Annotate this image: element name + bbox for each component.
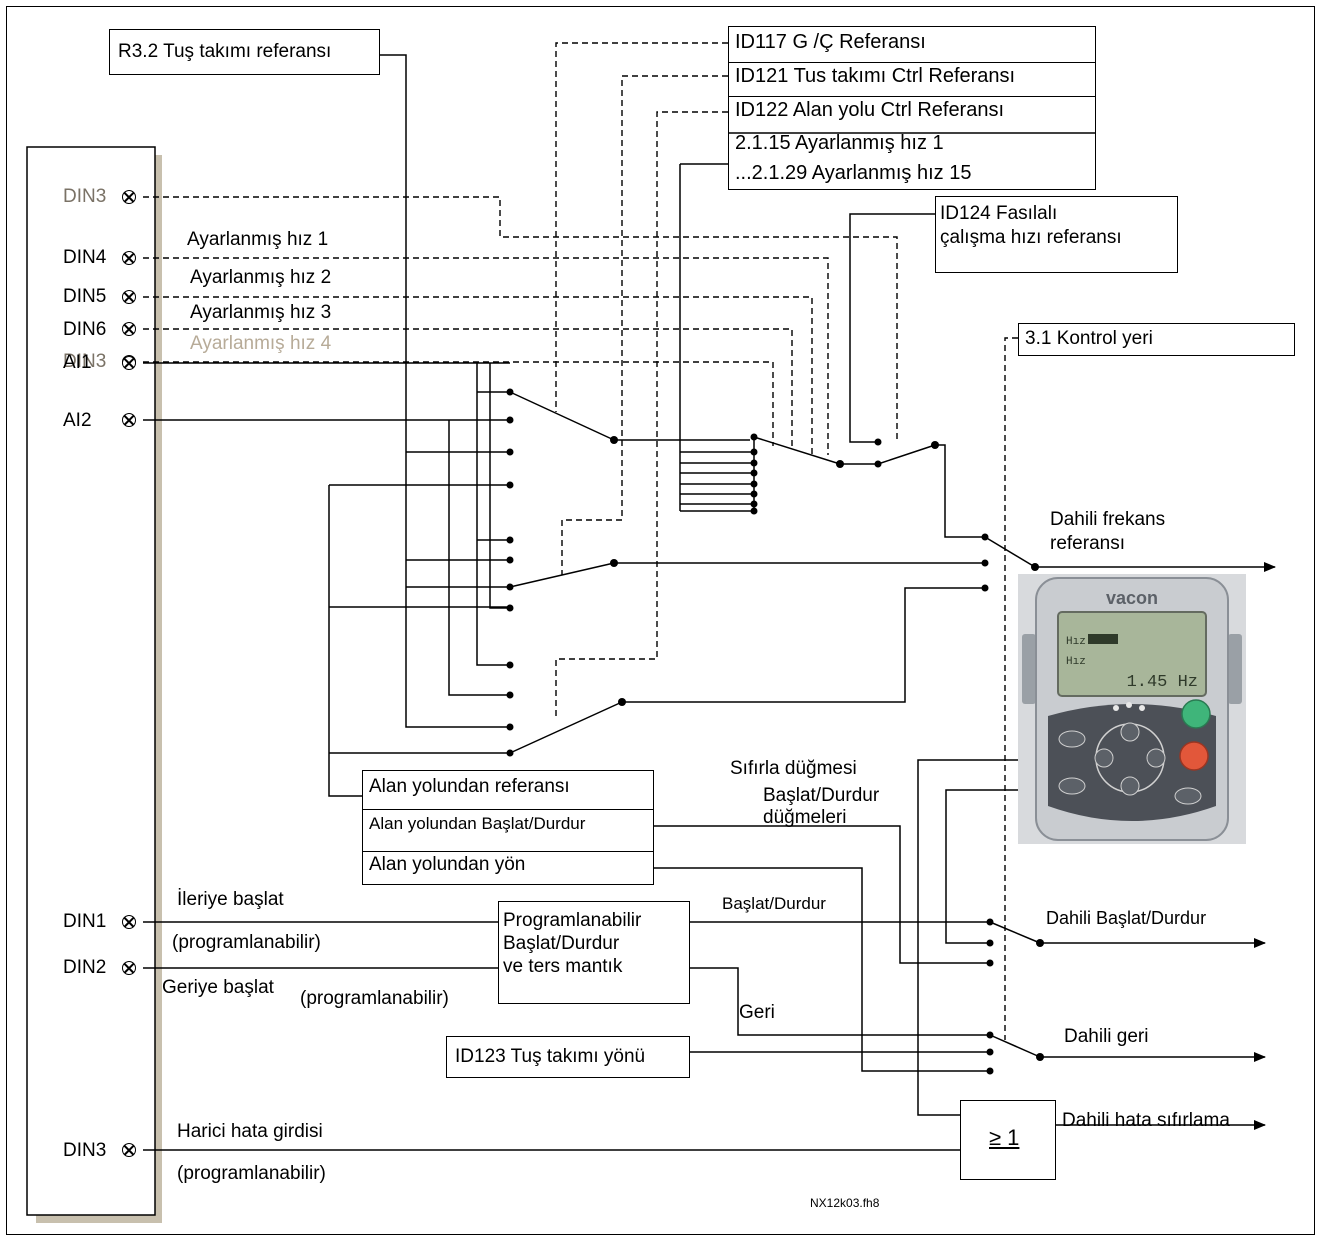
din3-dashed xyxy=(143,196,898,442)
menu-left-button-icon xyxy=(1058,730,1086,748)
ai2-label: AI2 xyxy=(63,410,92,431)
din6-label: DIN6 xyxy=(63,319,107,340)
lcd-screen xyxy=(1057,611,1207,697)
din3-mid-label: DIN3 xyxy=(63,351,107,372)
internal-fault-reset-label: Dahili hata sıfırlama xyxy=(1062,1110,1230,1131)
external-fault-label: Harici hata girdisi xyxy=(177,1121,323,1142)
start-stop-buttons-label-1: Başlat/Durdur xyxy=(763,785,880,806)
din3-bottom-terminal xyxy=(122,1143,136,1157)
select-button-icon xyxy=(1058,777,1086,795)
contact-dots xyxy=(506,388,1044,1075)
preset-speed-4-label: Ayarlanmış hız 4 xyxy=(190,333,332,354)
din4-label: DIN4 xyxy=(63,247,107,268)
din5-label: DIN5 xyxy=(63,286,107,307)
ref-option-io: ID117 G /Ç Referansı xyxy=(735,31,926,53)
start-stop-logic-box: Programlanabilir Başlat/Durdur ve ters m… xyxy=(498,901,690,1004)
din4-terminal xyxy=(122,251,136,265)
reference-select-box: ID117 G /Ç Referansı ID121 Tus takımı Ct… xyxy=(728,26,1096,190)
programmable-label-2: (programlanabilir) xyxy=(300,988,449,1009)
vacon-keypad-image: vacon Hız Hız 1.45 Hz xyxy=(1018,574,1246,844)
din2-label: DIN2 xyxy=(63,957,107,978)
start-stop-buttons-label-2: düğmeleri xyxy=(763,807,847,828)
programmable-label-3: (programlanabilir) xyxy=(177,1163,326,1184)
internal-freq-ref-label-2: referansı xyxy=(1050,533,1125,554)
preset-speed-1-label: Ayarlanmış hız 1 xyxy=(187,229,329,250)
ref-option-preset-15: ...2.1.29 Ayarlanmış hız 15 xyxy=(735,162,972,184)
reset-button-label: Sıfırla düğmesi xyxy=(730,758,857,779)
ref-option-preset-1: 2.1.15 Ayarlanmış hız 1 xyxy=(735,132,944,154)
start-button-icon xyxy=(1181,699,1211,729)
ai2-terminal xyxy=(122,413,136,427)
internal-start-stop-label: Dahili Başlat/Durdur xyxy=(1046,908,1207,928)
svg-text:Hız: Hız xyxy=(1066,656,1086,668)
fieldbus-box: Alan yolundan referansı Alan yolundan Ba… xyxy=(362,770,654,885)
right-arrow-icon xyxy=(1146,748,1166,768)
forward-start-label: İleriye başlat xyxy=(177,889,284,910)
figure-code: NX12k03.fh8 xyxy=(810,1196,880,1210)
din1-label: DIN1 xyxy=(63,911,107,932)
din3-top-label: DIN3 xyxy=(63,186,107,207)
internal-reverse-label: Dahili geri xyxy=(1064,1026,1149,1047)
ref-option-fieldbus: ID122 Alan yolu Ctrl Referansı xyxy=(729,96,1095,123)
or-gate: ≥ 1 xyxy=(960,1100,1056,1180)
control-place-dashed xyxy=(1004,337,1018,1040)
internal-freq-ref-label-1: Dahili frekans xyxy=(1050,509,1166,530)
fieldbus-start-stop: Alan yolundan Başlat/Durdur xyxy=(363,809,653,838)
preset-speed-3-label: Ayarlanmış hız 3 xyxy=(190,302,332,323)
svg-text:Hız: Hız xyxy=(1066,636,1086,648)
din5-terminal xyxy=(122,290,136,304)
enter-button-icon xyxy=(1174,787,1202,805)
reverse-start-label: Geriye başlat xyxy=(162,977,274,998)
ref-switch-arm xyxy=(509,391,615,441)
right-clip-icon xyxy=(1228,634,1242,704)
stop-button-icon xyxy=(1179,741,1209,771)
din3-bottom-label: DIN3 xyxy=(63,1140,107,1161)
din1-terminal xyxy=(122,915,136,929)
fieldbus-reference: Alan yolundan referansı xyxy=(369,776,570,797)
ai1-terminal xyxy=(122,356,136,370)
din6-terminal xyxy=(122,322,136,336)
control-place-box: 3.1 Kontrol yeri xyxy=(1018,323,1295,356)
up-arrow-icon xyxy=(1120,722,1140,742)
reverse-signal-label: Geri xyxy=(739,1002,775,1023)
jog-reference-box: ID124 Fasılalı çalışma hızı referansı xyxy=(935,196,1178,273)
diagram-frame xyxy=(6,6,1315,1235)
din3-top-terminal xyxy=(122,190,136,204)
svg-text:1.45 Hz: 1.45 Hz xyxy=(1127,673,1198,692)
left-clip-icon xyxy=(1022,634,1036,704)
programmable-label-1: (programlanabilir) xyxy=(172,932,321,953)
keypad-direction-box: ID123 Tuş takımı yönü xyxy=(446,1036,690,1078)
din2-terminal xyxy=(122,961,136,975)
fieldbus-direction: Alan yolundan yön xyxy=(363,851,653,878)
brand-logo: vacon xyxy=(1106,588,1158,608)
ref-option-keypad: ID121 Tus takımı Ctrl Referansı xyxy=(729,62,1095,89)
ai1-label: AI1 xyxy=(63,352,92,373)
preset-speed-2-label: Ayarlanmış hız 2 xyxy=(190,267,332,288)
keypad-switch-arm xyxy=(509,701,623,754)
left-arrow-icon xyxy=(1094,748,1114,768)
down-arrow-icon xyxy=(1120,776,1140,796)
start-stop-signal-label: Başlat/Durdur xyxy=(722,894,826,913)
button-panel xyxy=(1048,704,1216,821)
keypad-ref-wire xyxy=(380,54,510,728)
keypad-reference-box: R3.2 Tuş takımı referansı xyxy=(109,29,380,75)
